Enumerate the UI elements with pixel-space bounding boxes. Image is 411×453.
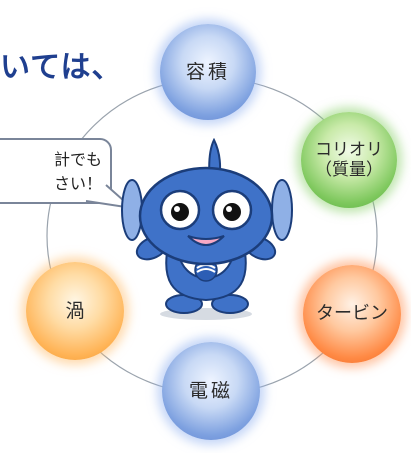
node-turbine: タービン: [303, 265, 401, 363]
speech-bubble-line1: 計でも: [53, 150, 102, 169]
node-vortex: 渦: [26, 262, 124, 360]
node-turbine-label: タービン: [316, 303, 388, 325]
node-vortex-label: 渦: [65, 299, 85, 322]
speech-bubble-line2: さい！: [53, 174, 102, 193]
node-volume: 容積: [160, 24, 256, 120]
node-electromagnetic-label: 電磁: [188, 379, 233, 402]
headline: いては、: [0, 50, 123, 85]
node-volume-label: 容積: [185, 60, 230, 83]
mascot-icon: [121, 138, 293, 320]
speech-bubble: 計でも さい！: [0, 138, 112, 204]
node-coriolis-label-line2: （質量）: [315, 160, 383, 180]
node-coriolis: コリオリ （質量）: [301, 112, 397, 208]
node-coriolis-label-line1: コリオリ: [315, 139, 383, 160]
node-electromagnetic: 電磁: [162, 342, 260, 440]
